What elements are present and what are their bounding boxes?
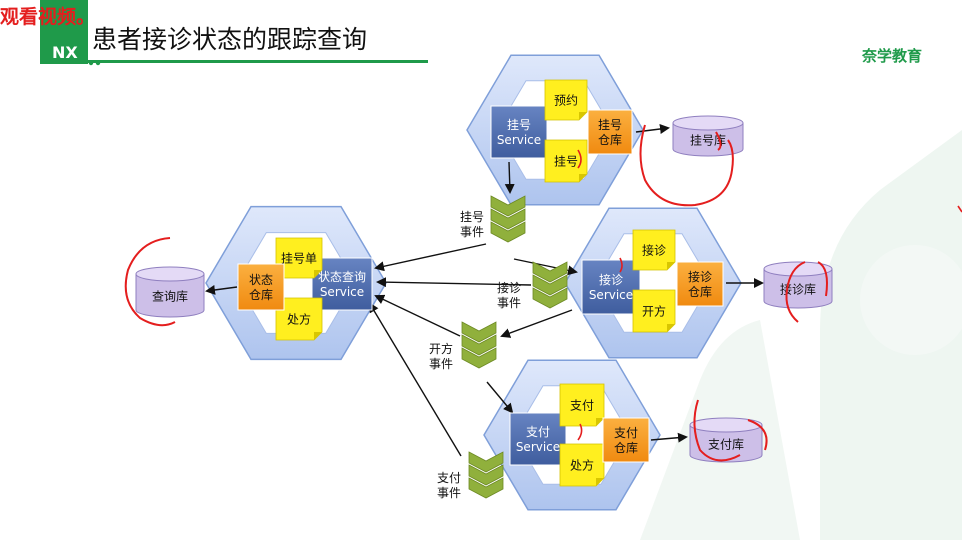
query-note-bottom-label: 处方	[287, 311, 311, 326]
logo-block	[40, 0, 88, 64]
consult-service-box	[581, 259, 641, 315]
payment-note-bottom-label: 处方	[570, 457, 594, 472]
payment-service-box	[509, 412, 567, 466]
register-event-label: 挂号事件	[460, 210, 484, 239]
handwritten-annotations	[124, 124, 962, 462]
register-note-top-label: 预约	[554, 92, 578, 107]
arrow-layer	[205, 124, 764, 457]
register-repo-box-label: 挂号仓库	[598, 118, 622, 147]
query-note-top-label: 挂号单	[281, 251, 317, 265]
consult-note-top-label: 接诊	[642, 242, 666, 257]
register-repo-box	[587, 109, 633, 155]
arrow-register-to-event	[504, 161, 515, 194]
arrow-prescribe-event-to-query	[374, 294, 461, 337]
register-service-box	[490, 105, 548, 159]
header-bar	[40, 0, 428, 66]
brand-name: 奈学教育	[861, 47, 922, 65]
arrow-consult-to-prescribe-event	[500, 309, 573, 338]
payment-repo-box	[602, 417, 650, 463]
register-event-chevrons	[490, 195, 526, 243]
query-db-label: 查询库	[152, 288, 188, 303]
payment-note-top-label: 支付	[570, 398, 594, 412]
arrow-consult-event-to-query	[376, 277, 532, 288]
consult-event-chevrons	[532, 261, 568, 309]
hexagon-layer	[205, 54, 742, 511]
register-db-label: 挂号库	[690, 132, 726, 147]
payment-db	[689, 417, 763, 463]
box-layer	[237, 79, 724, 487]
prescribe-event-chevrons	[461, 321, 497, 369]
consult-db	[763, 261, 833, 309]
query-repo-box	[237, 263, 285, 311]
query-repo-box-label: 状态仓库	[249, 273, 273, 302]
arrow-payment-repo-to-db	[650, 432, 688, 443]
consult-repo-box-label: 接诊仓库	[688, 269, 712, 299]
database-layer	[135, 115, 833, 463]
payment-repo-box-label: 支付仓库	[614, 426, 638, 455]
consult-note-bottom-label: 开方	[642, 303, 666, 318]
arrow-register-repo-to-db	[635, 124, 670, 134]
nx-logo-text: NX	[52, 43, 78, 62]
pay-event-chevrons	[468, 451, 504, 499]
query-db	[135, 266, 205, 318]
video-watermark: 观看视频。	[0, 6, 96, 28]
header-underline	[88, 60, 428, 63]
prescribe-event-label: 开方事件	[429, 341, 453, 371]
arrow-register-event-to-query	[374, 243, 487, 272]
arrow-pay-event-to-query	[368, 302, 462, 457]
payment-db-label: 支付库	[708, 436, 744, 451]
arrow-query-repo-to-db	[205, 284, 238, 295]
pay-event-label: 支付事件	[437, 471, 461, 500]
register-db	[672, 115, 744, 157]
event-layer	[461, 195, 568, 499]
consult-repo-box	[676, 261, 724, 307]
consult-db-label: 接诊库	[780, 281, 816, 296]
arrow-prescribe-event-to-payment	[486, 381, 514, 414]
register-note-bottom-label: 挂号	[554, 154, 578, 168]
consult-event-label: 接诊事件	[497, 280, 521, 310]
page-title: 患者接诊状态的跟踪查询	[92, 25, 368, 54]
